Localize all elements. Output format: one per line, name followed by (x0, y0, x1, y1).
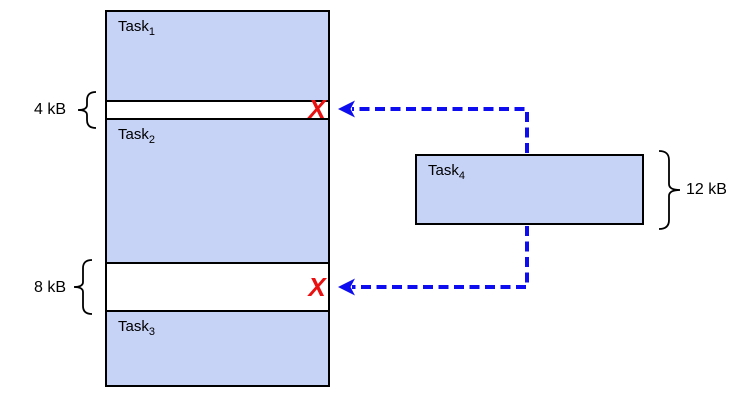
task4-size-label-12kb: 12 kB (686, 181, 727, 198)
arrow-to-8kb-hole (338, 226, 529, 296)
task4-block: Task4 (415, 154, 644, 225)
brace-12kb (658, 150, 681, 230)
arrowhead-left-icon (338, 100, 355, 118)
arrow-to-4kb-hole (338, 100, 529, 153)
task2-block: Task2 (105, 118, 330, 264)
task3-block: Task3 (105, 310, 330, 387)
task4-label: Task4 (428, 162, 465, 182)
task3-label: Task3 (118, 318, 155, 338)
task1-block: Task1 (105, 10, 330, 102)
free-hole-4kb (107, 102, 328, 118)
task2-label: Task2 (118, 126, 155, 146)
hole-size-label-8kb: 8 kB (33, 279, 66, 296)
task1-label: Task1 (118, 18, 155, 38)
free-hole-8kb (107, 265, 328, 310)
reject-x-mark-8kb: X (308, 272, 326, 302)
brace-8kb (73, 259, 93, 315)
hole-size-label-4kb: 4 kB (33, 101, 66, 118)
arrowhead-left-icon (338, 278, 355, 296)
brace-4kb (77, 91, 97, 129)
reject-x-mark-4kb: X (308, 94, 326, 124)
